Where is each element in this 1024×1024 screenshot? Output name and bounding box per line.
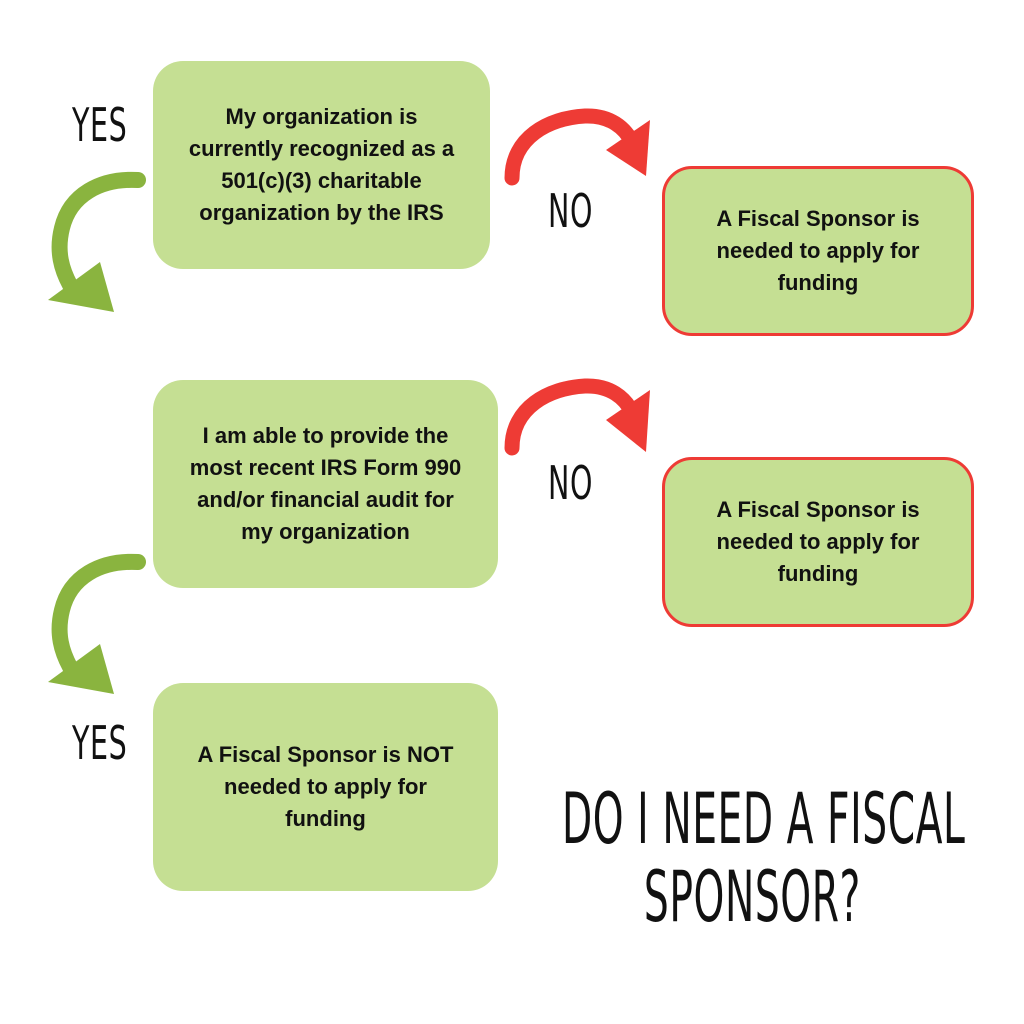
outcome-yes-line: needed to apply for xyxy=(224,774,427,799)
green-arrow-top xyxy=(48,171,146,312)
outcome-no-1-line: A Fiscal Sponsor is xyxy=(716,206,920,231)
yes-label-top: YES xyxy=(72,98,128,152)
question-2-line: I am able to provide the xyxy=(202,423,449,448)
outcome-yes-line: A Fiscal Sponsor is NOT xyxy=(197,742,454,767)
question-1-line: My organization is xyxy=(225,104,418,129)
page-title: DO I NEED A FISCAL SPONSOR? xyxy=(562,778,966,938)
no-label-bottom: NO xyxy=(548,456,594,510)
green-arrow-bottom xyxy=(48,553,146,694)
title-line-1: DO I NEED A FISCAL xyxy=(562,778,966,860)
no-label-top: NO xyxy=(548,184,594,238)
outcome-box-sponsor-needed-2: A Fiscal Sponsor is needed to apply for … xyxy=(662,457,974,627)
question-1-line: 501(c)(3) charitable xyxy=(221,168,422,193)
yes-label-bottom: YES xyxy=(72,716,128,770)
outcome-box-sponsor-needed-1: A Fiscal Sponsor is needed to apply for … xyxy=(662,166,974,336)
outcome-yes-line: funding xyxy=(285,806,366,831)
outcome-no-2-line: A Fiscal Sponsor is xyxy=(716,497,920,522)
title-line-2: SPONSOR? xyxy=(643,856,861,938)
question-1-line: currently recognized as a xyxy=(188,136,455,161)
outcome-no-2-line: needed to apply for xyxy=(716,529,920,554)
outcome-no-1-line: funding xyxy=(777,270,859,295)
question-1-line: organization by the IRS xyxy=(199,200,444,225)
question-2-line: and/or financial audit for xyxy=(197,487,454,512)
question-box-501c3: My organization is currently recognized … xyxy=(153,61,490,269)
question-2-line: most recent IRS Form 990 xyxy=(189,455,462,480)
outcome-box-sponsor-not-needed: A Fiscal Sponsor is NOT needed to apply … xyxy=(153,683,498,891)
red-arrow-top xyxy=(504,108,650,186)
question-box-form-990: I am able to provide the most recent IRS… xyxy=(153,380,498,588)
question-2-line: my organization xyxy=(241,519,410,544)
outcome-no-2-line: funding xyxy=(777,561,859,586)
red-arrow-bottom xyxy=(504,378,650,456)
outcome-no-1-line: needed to apply for xyxy=(716,238,920,263)
